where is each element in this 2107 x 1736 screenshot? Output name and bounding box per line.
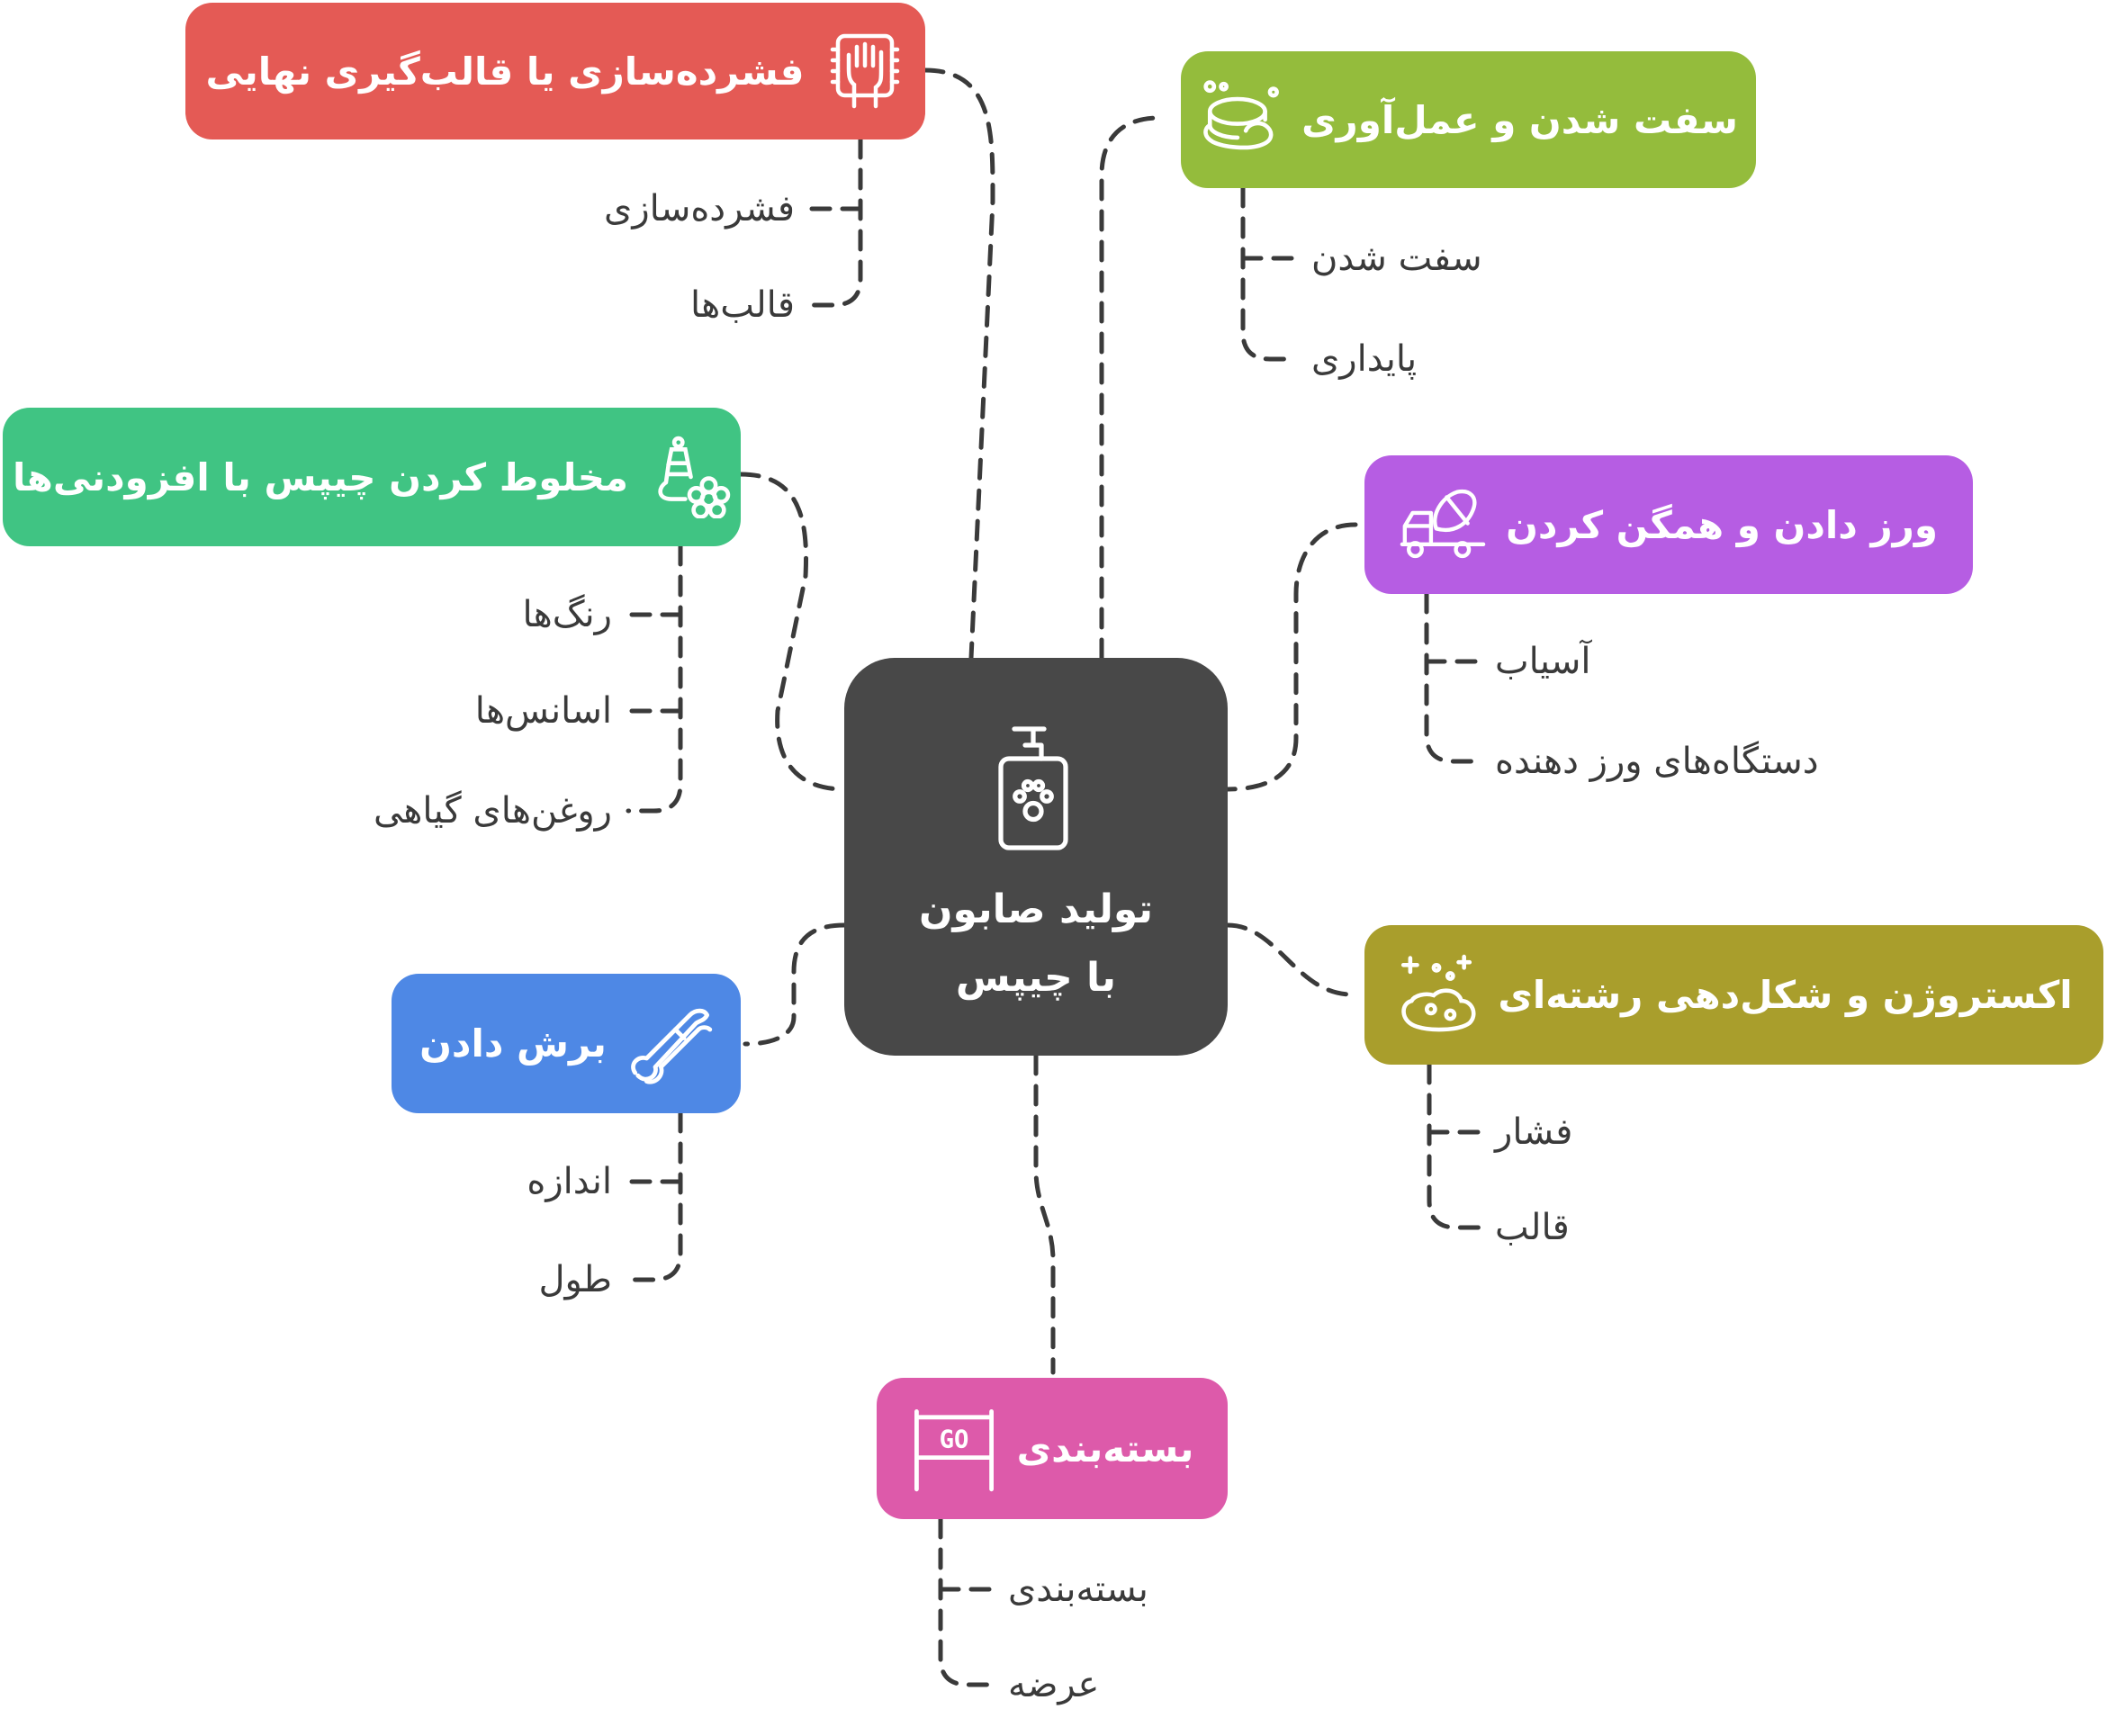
branch-title: برش دادن xyxy=(419,1021,607,1066)
sub-item-mixing[interactable]: رنگ‌ها xyxy=(522,594,612,635)
branch-title: ورز دادن و همگن کردن xyxy=(1506,502,1938,547)
flask-flower-icon xyxy=(658,436,731,518)
hand-chip-icon xyxy=(830,33,899,109)
branch-cutting[interactable]: برش دادن xyxy=(392,974,741,1113)
branch-extrusion[interactable]: اکستروژن و شکل‌دهی رشته‌ای xyxy=(1364,925,2103,1065)
sub-item-cutting[interactable]: طول xyxy=(538,1259,612,1300)
sub-connector-kneading xyxy=(1424,591,1481,764)
branch-kneading[interactable]: ورز دادن و همگن کردن xyxy=(1364,455,1973,594)
go-sign-icon: GO xyxy=(914,1408,994,1491)
soap-bottle-paw-icon xyxy=(998,726,1068,850)
sub-item-kneading[interactable]: دستگاه‌های ورز دهنده xyxy=(1495,741,1819,782)
sub-item-compression[interactable]: فشرده‌سازی xyxy=(604,188,795,229)
sub-item-extrusion[interactable]: فشار xyxy=(1495,1111,1573,1153)
soap-bar-bubbles-icon xyxy=(1203,80,1279,150)
scissors-icon xyxy=(631,1008,713,1084)
connector-extrusion xyxy=(1225,922,1355,997)
sub-connector-mixing xyxy=(626,544,683,814)
sub-item-curing[interactable]: سفت شدن xyxy=(1311,238,1482,279)
branch-title: فشرده‌سازی یا قالب‌گیری نهایی xyxy=(205,49,805,94)
svg-text:GO: GO xyxy=(939,1426,968,1453)
central-node[interactable]: تولید صابون با چیپس xyxy=(844,658,1228,1056)
central-title-line2: با چیپس xyxy=(955,955,1117,1001)
sub-item-curing[interactable]: پایداری xyxy=(1311,338,1418,380)
branch-title: اکستروژن و شکل‌دهی رشته‌ای xyxy=(1498,973,2073,1017)
sub-item-packaging[interactable]: عرضه xyxy=(1008,1664,1100,1705)
branch-title: مخلوط کردن چیپس با افزودنی‌ها xyxy=(12,454,629,499)
connector-mixing xyxy=(738,472,847,792)
sparkle-blob-icon xyxy=(1401,954,1476,1031)
cement-mixer-truck-icon xyxy=(1400,489,1486,559)
branch-compression[interactable]: فشرده‌سازی یا قالب‌گیری نهایی xyxy=(185,3,925,139)
sub-connector-packaging xyxy=(938,1516,995,1687)
sub-item-mixing[interactable]: روغن‌های گیاهی xyxy=(373,790,612,832)
sub-connector-curing xyxy=(1240,185,1298,362)
branch-curing[interactable]: سفت شدن و عمل‌آوری xyxy=(1181,51,1756,188)
sub-connector-cutting xyxy=(626,1111,683,1282)
sub-item-mixing[interactable]: اسانس‌ها xyxy=(474,690,612,732)
sub-connector-extrusion xyxy=(1427,1062,1481,1230)
sub-item-cutting[interactable]: اندازه xyxy=(527,1161,612,1202)
branch-packaging[interactable]: GO بسته‌بندی xyxy=(877,1378,1228,1519)
sub-item-kneading[interactable]: آسیاب xyxy=(1495,641,1591,682)
sub-connector-compression xyxy=(808,137,863,308)
branch-mixing[interactable]: مخلوط کردن چیپس با افزودنی‌ها xyxy=(3,408,741,546)
connector-curing xyxy=(1099,115,1162,661)
branch-title: سفت شدن و عمل‌آوری xyxy=(1301,97,1738,142)
central-title-line1: تولید صابون xyxy=(918,886,1154,932)
branch-title: بسته‌بندی xyxy=(1016,1426,1194,1471)
sub-item-extrusion[interactable]: قالب xyxy=(1495,1207,1570,1248)
sub-item-packaging[interactable]: بسته‌بندی xyxy=(1008,1569,1148,1610)
sub-item-compression[interactable]: قالب‌ها xyxy=(689,284,795,326)
connector-packaging xyxy=(1033,1053,1056,1375)
connector-cutting xyxy=(743,922,847,1047)
connector-kneading xyxy=(1225,522,1358,792)
connector-compression xyxy=(923,67,995,661)
